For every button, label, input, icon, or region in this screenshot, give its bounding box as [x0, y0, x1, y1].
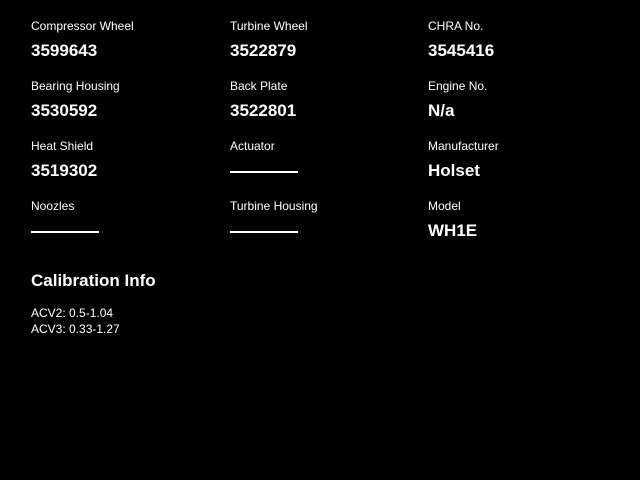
- field-engine-no: Engine No. N/a: [428, 77, 610, 137]
- parts-fields-grid: Compressor Wheel 3599643 Turbine Wheel 3…: [31, 17, 610, 257]
- field-value: 3522879: [230, 41, 297, 60]
- field-label: Model: [428, 199, 461, 213]
- field-value: 3522801: [230, 101, 297, 120]
- field-value: 3545416: [428, 41, 495, 60]
- field-label: Back Plate: [230, 79, 288, 93]
- field-label: Compressor Wheel: [31, 19, 134, 33]
- field-value: 3519302: [31, 161, 98, 180]
- field-label: Turbine Housing: [230, 199, 318, 213]
- field-label: Bearing Housing: [31, 79, 120, 93]
- calibration-acv2: ACV2: 0.5-1.04: [31, 306, 114, 320]
- field-chra-no: CHRA No. 3545416: [428, 17, 610, 77]
- calibration-title: Calibration Info: [31, 271, 156, 290]
- field-model: Model WH1E: [428, 197, 610, 257]
- field-value: Holset: [428, 161, 480, 180]
- field-manufacturer: Manufacturer Holset: [428, 137, 610, 197]
- field-label: Turbine Wheel: [230, 19, 308, 33]
- field-turbine-housing: Turbine Housing: [230, 197, 428, 257]
- field-label: Engine No.: [428, 79, 488, 93]
- field-value: WH1E: [428, 221, 478, 240]
- field-heat-shield: Heat Shield 3519302: [31, 137, 230, 197]
- field-back-plate: Back Plate 3522801: [230, 77, 428, 137]
- field-label: Noozles: [31, 199, 75, 213]
- calibration-acv3: ACV3: 0.33-1.27: [31, 322, 120, 336]
- field-label: Heat Shield: [31, 139, 94, 153]
- field-label: Manufacturer: [428, 139, 499, 153]
- field-compressor-wheel: Compressor Wheel 3599643: [31, 17, 230, 77]
- field-bearing-housing: Bearing Housing 3530592: [31, 77, 230, 137]
- field-value: 3599643: [31, 41, 98, 60]
- calibration-section: Calibration Info ACV2: 0.5-1.04 ACV3: 0.…: [31, 271, 156, 337]
- field-turbine-wheel: Turbine Wheel 3522879: [230, 17, 428, 77]
- field-value: N/a: [428, 101, 455, 120]
- field-noozles: Noozles: [31, 197, 230, 257]
- empty-value-line: [230, 171, 298, 173]
- field-label: CHRA No.: [428, 19, 484, 33]
- empty-value-line: [230, 231, 298, 233]
- empty-value-line: [31, 231, 99, 233]
- field-actuator: Actuator: [230, 137, 428, 197]
- field-label: Actuator: [230, 139, 275, 153]
- field-value: 3530592: [31, 101, 98, 120]
